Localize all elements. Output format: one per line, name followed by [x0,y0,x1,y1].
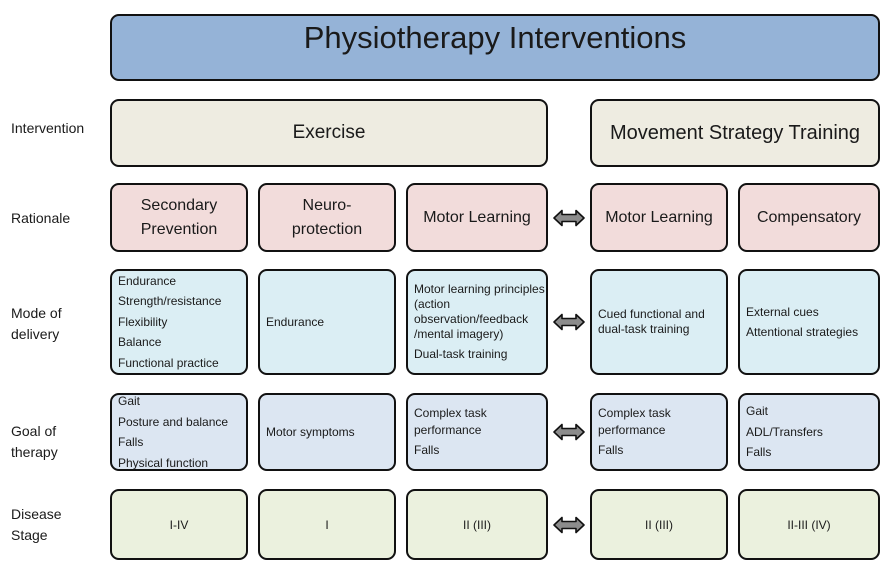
mode-box: Motor learning principles (action observ… [406,269,548,375]
box-text-line: Compensatory [756,208,862,226]
row-label-line: Stage [11,527,48,543]
box-text-line: Flexibility [118,314,168,329]
mode-box: Endurance [258,269,396,375]
title-text: Physiotherapy Interventions [303,20,687,55]
box-text-line: II (III) [463,517,491,532]
row-label-line: delivery [11,326,60,342]
box-text-line: II (III) [645,517,673,532]
mode-box: Cued functional and dual-task training [590,269,728,375]
row-label-line: Intervention [11,120,85,136]
box-text-line: Gait [118,394,141,408]
box-text-line: Gait [746,404,769,419]
box-text-line: Falls [598,443,624,458]
box-text-line: Prevention [140,220,218,238]
box-text-line: Functional practice [118,355,219,370]
box-text-line: ADL/Transfers [746,424,823,439]
box-text-line: External cues [746,304,819,319]
box-text-line: Movement Strategy Training [609,122,861,144]
rationale-box: Motor Learning [406,183,548,252]
row-label-intervention: Intervention [11,118,84,139]
rationale-box: Compensatory [738,183,880,252]
box-text-line: Secondary [140,196,218,214]
double-headed-arrow-icon [553,423,585,441]
row-label-goal: Goal of therapy [11,421,58,463]
row-label-mode: Mode of delivery [11,303,62,345]
box-text-line: Neuro- [302,196,352,214]
box-text-line: Motor learning principles (action observ… [414,281,545,341]
box-text-line: Falls [118,435,144,449]
row-label-line: Mode of [11,305,62,321]
box-text-line: Dual-task training [414,346,508,361]
intervention-box: Exercise [110,99,548,167]
stage-box: II (III) [406,489,548,560]
double-headed-arrow-icon [553,516,585,533]
intervention-box: Movement Strategy Training [590,99,880,167]
box-text-line: Falls [746,445,772,460]
box-text-line: Motor Learning [423,208,531,226]
stage-box: II-III (IV) [738,489,880,560]
row-label-line: Rationale [11,210,71,226]
rationale-box: Neuro-protection [258,183,396,252]
box-text-line: Complex task performance [598,406,671,437]
box-text-line: protection [291,220,363,238]
box-text-line: Endurance [118,273,177,288]
box-text-line: Motor symptoms [266,424,355,439]
diagram-title: Physiotherapy Interventions [110,14,880,81]
box-text-line: Physical function [118,455,209,470]
box-text-line: Motor Learning [605,208,713,226]
box-text-line: I-IV [169,517,189,532]
box-text-line: Cued functional and dual-task training [598,307,705,336]
goal-box: Motor symptoms [258,393,396,471]
stage-box: I-IV [110,489,248,560]
box-text-line: Exercise [292,122,366,143]
stage-box: I [258,489,396,560]
box-text-line: Endurance [266,314,325,329]
box-text-line: Attentional strategies [746,325,859,339]
row-label-line: Goal of [11,423,57,439]
stage-box: II (III) [590,489,728,560]
box-text-line: Balance [118,335,162,350]
double-headed-arrow-icon [553,209,585,226]
box-text-line: Strength/resistance [118,294,222,309]
box-text-line: Falls [414,443,440,458]
box-text-line: I [325,517,329,532]
row-label-line: Disease [11,506,62,522]
rationale-box: Motor Learning [590,183,728,252]
double-headed-arrow-icon [553,313,585,331]
box-text-line: II-III (IV) [787,517,831,532]
row-label-rationale: Rationale [11,208,70,229]
box-text-line: Complex task performance [414,406,487,437]
box-text-line: Posture and balance [118,414,229,429]
row-label-line: therapy [11,444,58,460]
